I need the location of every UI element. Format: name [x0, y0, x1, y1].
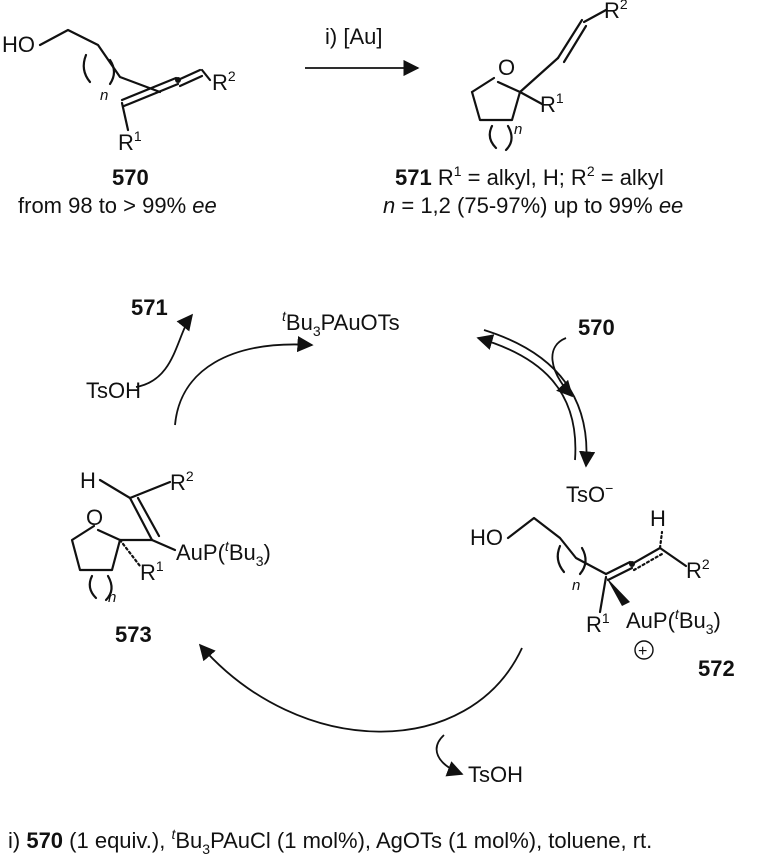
572-allene-1b [606, 566, 634, 582]
r1-bond [120, 101, 130, 132]
572-allene-1 [604, 560, 632, 576]
allene-bond-2b [178, 74, 204, 88]
tsoh-bottom-label: TsOH [468, 762, 523, 787]
573-n-bracket-right [104, 574, 113, 602]
573-au-label: AuP(tBu3) [176, 538, 271, 569]
ring-n-label: n [514, 121, 522, 138]
573-h-label: H [80, 468, 96, 493]
n-label: n [100, 87, 108, 104]
vinyl-r2-bond [582, 8, 608, 24]
ee-note: from 98 to > 99% ee [18, 193, 217, 218]
vinyl-bond-1 [518, 56, 560, 94]
allene-bond-1 [120, 76, 178, 102]
cycle-arc-inner-right [476, 334, 577, 461]
572-r1-bond [598, 575, 608, 614]
conditions-footnote: i) 570 (1 equiv.), tBu3PAuCl (1 mol%), A… [8, 826, 652, 857]
572-hydroxyl-label: HO [470, 525, 503, 550]
cycle-arc-bottom [198, 643, 523, 733]
ring-n-bracket-left [488, 124, 498, 150]
chain-bonds [38, 28, 162, 94]
outgoing-tsoh-arrow [435, 734, 464, 777]
intermediate-572-number: 572 [698, 656, 735, 681]
572-r1-label: R1 [586, 610, 610, 637]
outgoing-571-label: 571 [131, 295, 168, 320]
572-n-bracket-left [556, 544, 566, 574]
cycle-arc-left [174, 336, 314, 426]
n-bracket-right [108, 58, 116, 86]
572-n-bracket-right [578, 546, 587, 576]
thf-ring [470, 80, 522, 122]
n-bracket-left [82, 53, 92, 84]
intermediate-572: TsO− HO n H R2 R1 AuP(tBu3) + [470, 480, 721, 660]
572-r2-label: R2 [686, 556, 710, 583]
compound-570: HO n R2 R1 [2, 28, 236, 155]
573-n-bracket-left [88, 574, 98, 600]
572-h-label: H [650, 506, 666, 531]
573-thf-ring [70, 524, 122, 572]
572-n-label: n [572, 577, 580, 594]
572-chain-bonds [506, 516, 608, 576]
product-description: 571 R1 = alkyl, H; R2 = alkyl [395, 163, 664, 190]
outgoing-571-arrow [135, 313, 194, 388]
hydroxyl-label: HO [2, 32, 35, 57]
572-r2-bond [658, 546, 688, 568]
tsoh-left-label: TsOH [86, 378, 141, 403]
compound-571: O n R2 R1 [470, 0, 628, 152]
572-allene-2 [630, 546, 662, 566]
572-positive-charge-icon [634, 640, 654, 660]
573-r2-bond [128, 480, 172, 500]
573-vinyl-bond-b [136, 496, 161, 538]
573-r1-bond [118, 538, 142, 568]
allene-bond-1b [122, 82, 180, 108]
573-au-bond [150, 538, 177, 552]
r2-label: R2 [212, 68, 236, 95]
incoming-570-arrow [551, 337, 574, 398]
ring-oxygen-label: O [498, 55, 515, 80]
r1-label: R1 [118, 128, 142, 155]
572-allene-2b [632, 552, 664, 572]
r2-bond [200, 68, 212, 82]
cycle-arc-outer-right [483, 329, 596, 468]
573-vinyl-bond [128, 496, 154, 542]
572-h-bond [658, 530, 664, 550]
573-r2-label: R2 [170, 468, 194, 495]
product-yield-line: n = 1,2 (75-97%) up to 99% ee [383, 193, 683, 218]
vinyl-bond-2 [556, 18, 584, 60]
572-charge-label: + [638, 643, 647, 660]
ring-o-bond [470, 76, 496, 94]
allene-bond-2 [176, 68, 202, 82]
573-r1-label: R1 [140, 558, 164, 585]
incoming-570-label: 570 [578, 315, 615, 340]
catalyst-label: tBu3PAuOTs [282, 308, 400, 339]
573-h-bond [98, 478, 132, 500]
product-r2-label: R2 [604, 0, 628, 23]
reaction-reagent-label: i) [Au] [325, 24, 382, 49]
product-r1-label: R1 [540, 90, 564, 117]
ring-n-bracket-right [504, 124, 513, 152]
572-au-label: AuP(tBu3) [626, 606, 721, 637]
intermediate-573-number: 573 [115, 622, 152, 647]
compound-570-number: 570 [112, 165, 149, 190]
intermediate-573: H R2 AuP(tBu3) O R1 n [70, 468, 271, 606]
572-counterion-label: TsO− [566, 480, 613, 507]
573-n-label: n [108, 589, 116, 606]
572-au-wedge [606, 577, 630, 606]
product-r1-bond [518, 90, 544, 106]
573-oxygen-label: O [86, 505, 103, 530]
vinyl-bond-2b [562, 24, 588, 64]
